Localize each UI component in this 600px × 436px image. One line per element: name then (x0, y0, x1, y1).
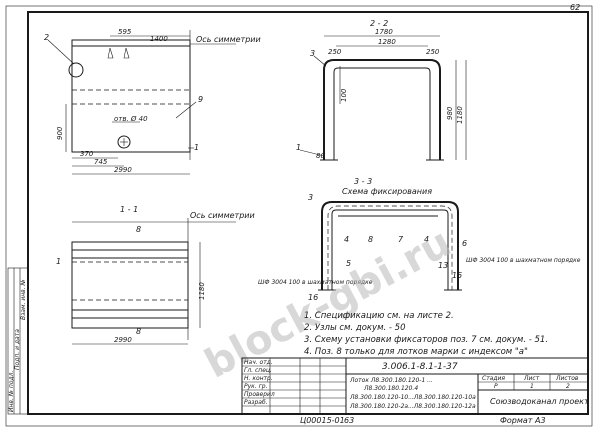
outer-frame (5, 5, 593, 427)
footer-page: 63 (344, 416, 354, 425)
note-3: 3. Схему установки фиксаторов поз. 7 см.… (304, 335, 548, 345)
sec22-title: 2 - 2 (370, 19, 388, 28)
plan-dim-595: 595 (118, 28, 132, 36)
sec33-title: 3 - 3 (354, 177, 372, 186)
sheets-val: 2 (566, 383, 570, 390)
sheet-head: Лист (523, 375, 540, 382)
sec33-marker-7: 7 (398, 235, 404, 244)
sec33-marker-8: 8 (368, 235, 373, 244)
plan-dim-2990: 2990 (114, 166, 132, 174)
plan-hole-circle (117, 135, 131, 149)
sec22-dim-250-right: 250 (426, 48, 440, 56)
sec11-axis-label: Ось симметрии (190, 211, 255, 220)
side-stamp: Инв. № подл. Подп. и дата Взам. инв. № (7, 267, 29, 415)
sec33-marker-4b: 4 (424, 235, 429, 244)
note-4: 4. Поз. 8 только для лотков марки с инде… (304, 347, 528, 357)
designation: 3.006.1-8.1-1-37 (382, 362, 458, 372)
note-1: 1. Спецификацию см. на листе 2. (304, 311, 454, 321)
product-line-2: Л8.300.180.120.4 (363, 385, 418, 392)
sec22-dim-100: 100 (340, 88, 348, 102)
plan-detail-circle (68, 62, 84, 78)
plan-dim-1400: 1400 (150, 35, 168, 43)
stage-head: Стадия (482, 375, 505, 382)
sec33-note-right: ШФ 3004 100 в шахматном порядке (466, 257, 581, 264)
role-5: Проверил (244, 391, 275, 398)
role-6: Разраб. (244, 399, 268, 406)
sec33-note-left: ШФ 3004 100 в шахматном порядке (258, 279, 373, 286)
plan-dim-370: 370 (80, 150, 94, 158)
sec22-dim-1780: 1780 (375, 28, 393, 36)
section-2-2: 2 - 2 1780 1280 250 250 100 980 1180 80 … (296, 19, 467, 161)
role-4: Рук. гр. (244, 383, 268, 390)
sec33-marker-5: 5 (346, 259, 351, 268)
sec33-marker-3: 3 (308, 193, 313, 202)
plan-dim-900: 900 (56, 126, 64, 140)
sec33-subtitle: Схема фиксирования (342, 187, 432, 196)
sec22-dim-1280: 1280 (378, 38, 396, 46)
sec22-dim-1180: 1180 (456, 106, 464, 124)
plan-view: Ось симметрии 595 1400 900 370 745 2990 … (44, 28, 261, 175)
section-1-1: 1 - 1 Ось симметрии 8 8 1 1180 2990 (56, 205, 255, 345)
plan-marker-9: 9 (198, 95, 203, 104)
sheets-head: Листов (555, 375, 579, 382)
note-2: 2. Узлы см. докум. - 50 (304, 323, 406, 333)
plan-marker-1: 1 (194, 143, 199, 152)
sec11-dim-2990: 2990 (114, 336, 132, 344)
sec11-marker-8a: 8 (136, 225, 141, 234)
org-name: Союзводоканал проект (490, 397, 589, 406)
side-stamp-1: Инв. № подл. (8, 371, 15, 412)
sec33-marker-6: 6 (462, 239, 467, 248)
role-2: Гл. спец. (244, 367, 272, 374)
product-line-4: Л8.300.180.120-2а...Л8.300.180.120-12а (349, 403, 476, 410)
plan-axis-label: Ось симметрии (196, 35, 261, 44)
product-line-3: Л8.300.180.120-10...Л8.300.180.120-10а (349, 394, 476, 401)
role-3: Н. контр. (244, 375, 273, 382)
sec22-marker-3: 3 (310, 49, 315, 58)
sec33-marker-13: 13 (438, 261, 448, 270)
sec33-marker-16: 16 (308, 293, 318, 302)
sec11-title: 1 - 1 (120, 205, 138, 214)
sec11-dim-1180: 1180 (198, 282, 206, 300)
notes: 1. Спецификацию см. на листе 2. 2. Узлы … (304, 311, 548, 357)
product-line-1: Лоток Л8.300.180.120-1 ... (349, 377, 433, 384)
sec33-marker-15: 15 (452, 271, 462, 280)
sec11-marker-8b: 8 (136, 327, 141, 336)
plan-hole-label: отв. Ø 40 (114, 115, 148, 123)
stage-val: Р (494, 383, 498, 390)
format-label: Формат А3 (500, 416, 546, 425)
plan-marker-2: 2 (44, 33, 49, 42)
side-stamp-2: Подп. и дата (14, 329, 21, 370)
sec22-dim-80: 80 (316, 152, 325, 160)
sec22-dim-250-left: 250 (328, 48, 342, 56)
page-number: 62 (570, 3, 580, 12)
plan-dim-745: 745 (94, 158, 108, 166)
section-3-3: 3 - 3 Схема фиксирования 3 4 7 8 4 5 6 1… (258, 177, 581, 302)
sec33-marker-4a: 4 (344, 235, 349, 244)
footer-code: Ц00015-01 (300, 416, 345, 425)
sec11-marker-1: 1 (56, 257, 61, 266)
role-1: Нач. отд. (244, 359, 273, 366)
sec22-marker-1: 1 (296, 143, 301, 152)
side-stamp-3: Взам. инв. № (20, 279, 27, 320)
sec22-dim-980: 980 (446, 106, 454, 120)
title-block: Нач. отд. Гл. спец. Н. контр. Рук. гр. П… (241, 357, 589, 415)
sheet-val: 1 (530, 383, 534, 390)
